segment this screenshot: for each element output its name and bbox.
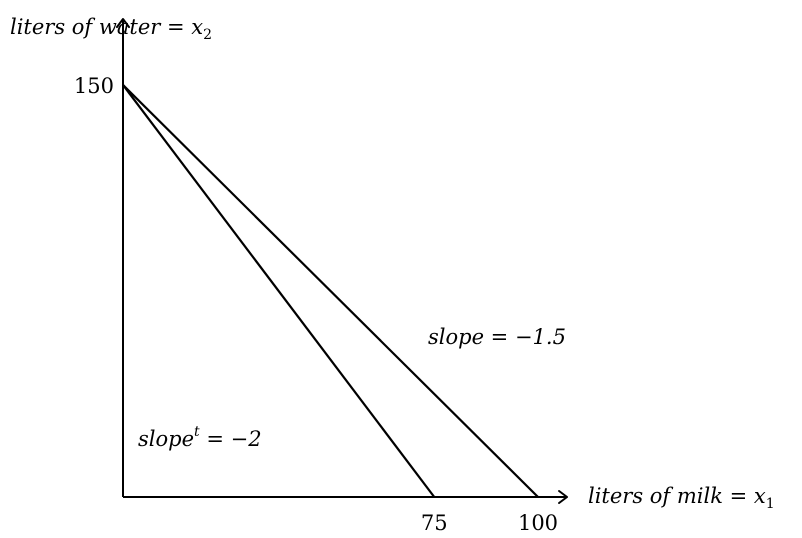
y-tick-label-150: 150 <box>74 74 114 98</box>
y-axis-label: liters of water = x2 <box>10 15 212 43</box>
slope-annotation-2-main: slope <box>138 427 194 451</box>
x-axis-label-text: liters of milk = x <box>588 484 766 508</box>
series-line-slope-1-5 <box>122 84 539 498</box>
y-axis-label-text: liters of water = x <box>10 15 203 39</box>
x-tick-label-75: 75 <box>421 511 448 535</box>
x-axis-arrow <box>558 490 569 504</box>
slope-annotation-2-superscript: t <box>194 424 200 440</box>
series-line-slope-2 <box>122 84 436 498</box>
slope-annotation-2-rest: = −2 <box>200 427 262 451</box>
x-tick-label-100: 100 <box>518 511 558 535</box>
y-axis-arrow <box>116 18 130 29</box>
x-axis-label-subscript: 1 <box>766 496 775 512</box>
slope-annotation-2: slopet = −2 <box>138 424 262 451</box>
x-axis-label: liters of milk = x1 <box>588 484 775 512</box>
y-axis-label-subscript: 2 <box>203 27 212 43</box>
slope-annotation-1-5: slope = −1.5 <box>428 325 566 349</box>
